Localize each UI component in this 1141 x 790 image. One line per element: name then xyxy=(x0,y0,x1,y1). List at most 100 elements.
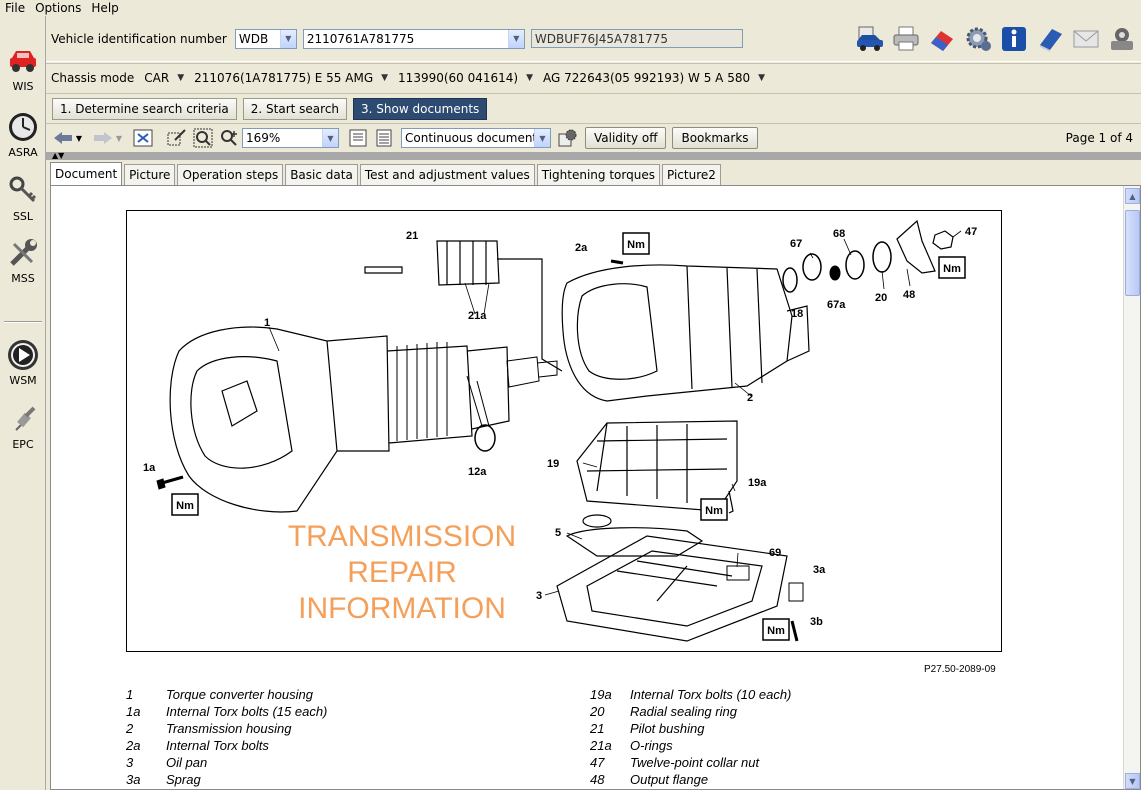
chassis-select-model[interactable]: 211076(1A781775) E 55 AMG ▼ xyxy=(194,71,388,85)
tab-test-adjustment-values[interactable]: Test and adjustment values xyxy=(359,164,535,185)
chevron-down-icon[interactable]: ▼ xyxy=(279,29,296,48)
chevron-down-icon[interactable]: ▼ xyxy=(534,129,550,147)
tab-picture2[interactable]: Picture2 xyxy=(661,164,721,185)
menu-options[interactable]: Options xyxy=(35,1,82,15)
chassis-select-engine[interactable]: 113990(60 041614)▼ xyxy=(398,71,533,85)
chevron-down-icon[interactable]: ▼ xyxy=(381,72,389,83)
step-show-documents-button[interactable]: 3. Show documents xyxy=(353,97,488,120)
tab-document[interactable]: Document xyxy=(50,162,123,185)
eraser-icon[interactable] xyxy=(927,24,957,54)
sync-settings-icon[interactable] xyxy=(557,127,579,149)
svg-text:Nm: Nm xyxy=(705,505,723,517)
forward-arrow-icon[interactable] xyxy=(92,127,114,149)
scroll-down-button[interactable]: ▼ xyxy=(1125,773,1140,789)
zoom-in-icon[interactable] xyxy=(218,127,240,149)
scroll-up-button[interactable]: ▲ xyxy=(1125,188,1140,204)
settings-gear-icon[interactable] xyxy=(963,24,993,54)
tab-tightening-torques[interactable]: Tightening torques xyxy=(536,164,660,185)
exit-icon[interactable] xyxy=(1107,24,1137,54)
manual-book-icon[interactable] xyxy=(1035,24,1065,54)
chassis-row: Chassis mode CAR▼ 211076(1A781775) E 55 … xyxy=(46,63,1141,91)
fit-page-icon[interactable] xyxy=(132,127,154,149)
part-oil-pan xyxy=(556,535,788,642)
select-zoom-icon[interactable] xyxy=(166,127,188,149)
sidebar-item-wsm[interactable]: WSM xyxy=(0,338,46,387)
forward-history-dropdown-icon[interactable]: ▼ xyxy=(115,133,123,143)
zoom-select[interactable]: 169% ▼ xyxy=(242,128,339,148)
sidebar-item-label: MSS xyxy=(11,272,35,285)
chassis-select-transmission[interactable]: AG 722643(05 992193) W 5 A 580 ▼ xyxy=(543,71,765,85)
info-icon[interactable] xyxy=(999,24,1029,54)
chevron-down-icon[interactable]: ▼ xyxy=(507,29,524,48)
svg-text:20: 20 xyxy=(875,292,887,304)
svg-text:Nm: Nm xyxy=(176,500,194,512)
zoom-area-icon[interactable] xyxy=(192,127,214,149)
sidebar-item-ssl[interactable]: SSL xyxy=(0,174,46,223)
module-sidebar: WIS ASRA SSL MSS WSM xyxy=(0,16,46,790)
sidebar-item-mss[interactable]: MSS xyxy=(0,236,46,285)
splitter-arrows-icon[interactable]: ▲▼ xyxy=(52,151,65,160)
svg-text:12a: 12a xyxy=(468,466,487,478)
chassis-value: AG 722643(05 992193) W 5 A 580 xyxy=(543,70,751,85)
svg-text:48: 48 xyxy=(903,289,915,301)
callout-labels: 1 1a 2 2a 3 3a 3b 5 12a 18 19 19a 20 21 … xyxy=(143,226,977,628)
sidebar-item-label: EPC xyxy=(12,438,34,451)
nm-torque-boxes: Nm Nm Nm Nm Nm xyxy=(171,232,966,641)
page-list-icon[interactable] xyxy=(373,127,395,149)
chevron-down-icon[interactable]: ▼ xyxy=(322,129,338,147)
figure-code: P27.50-2089-09 xyxy=(924,664,996,675)
vertical-scrollbar[interactable]: ▲ ▼ xyxy=(1123,186,1140,789)
vin-prefix-value: WDB xyxy=(238,31,269,46)
sidebar-item-label: WSM xyxy=(9,374,37,387)
svg-text:3a: 3a xyxy=(813,564,826,576)
scroll-thumb[interactable] xyxy=(1125,210,1140,296)
view-mode-select[interactable]: Continuous document ▼ xyxy=(401,128,551,148)
tab-operation-steps[interactable]: Operation steps xyxy=(177,164,284,185)
back-history-dropdown-icon[interactable]: ▼ xyxy=(75,133,83,143)
tab-picture[interactable]: Picture xyxy=(124,164,176,185)
menu-file[interactable]: File xyxy=(5,1,26,15)
document-toolbar: ▼ ▼ 169% ▼ Continuous document ▼ xyxy=(46,123,1141,152)
chevron-down-icon[interactable]: ▼ xyxy=(758,72,766,83)
vehicle-icon[interactable] xyxy=(855,24,885,54)
vin-row: Vehicle identification number WDB ▼ 2110… xyxy=(46,16,1141,62)
sidebar-item-label: ASRA xyxy=(8,146,38,159)
menu-help[interactable]: Help xyxy=(91,1,119,15)
back-arrow-icon[interactable] xyxy=(52,127,74,149)
document-viewer[interactable]: Nm Nm Nm Nm Nm 1 1a 2 2a 3 3 xyxy=(50,185,1141,790)
step-start-search-button[interactable]: 2. Start search xyxy=(242,97,348,120)
sidebar-item-asra[interactable]: ASRA xyxy=(0,110,46,159)
svg-text:3: 3 xyxy=(536,590,542,602)
sidebar-item-epc[interactable]: EPC xyxy=(0,402,46,451)
step-determine-criteria-button[interactable]: 1. Determine search criteria xyxy=(52,97,237,120)
svg-text:Nm: Nm xyxy=(767,625,785,637)
svg-text:2: 2 xyxy=(747,392,753,404)
vin-number-value: 2110761A781775 xyxy=(306,31,415,46)
chevron-down-icon[interactable]: ▼ xyxy=(177,72,185,83)
vin-number-select[interactable]: 2110761A781775 ▼ xyxy=(302,28,525,49)
stopwatch-icon xyxy=(6,110,40,144)
svg-text:3b: 3b xyxy=(810,616,823,628)
chassis-value: 211076(1A781775) E 55 AMG xyxy=(194,70,374,85)
chevron-down-icon[interactable]: ▼ xyxy=(526,72,534,83)
mail-envelope-icon[interactable] xyxy=(1071,24,1101,54)
collapse-splitter[interactable]: ▲▼ xyxy=(46,152,1141,160)
zoom-value: 169% xyxy=(246,131,281,145)
sidebar-divider xyxy=(4,321,42,323)
validity-button[interactable]: Validity off xyxy=(585,127,667,149)
sidebar-item-wis[interactable]: WIS xyxy=(0,44,46,93)
tab-basic-data[interactable]: Basic data xyxy=(285,164,358,185)
chassis-select-car[interactable]: CAR▼ xyxy=(144,71,184,85)
vin-prefix-select[interactable]: WDB ▼ xyxy=(234,28,297,49)
single-page-icon[interactable] xyxy=(347,127,369,149)
printer-icon[interactable] xyxy=(891,24,921,54)
bookmarks-button[interactable]: Bookmarks xyxy=(672,127,758,149)
svg-text:19a: 19a xyxy=(748,477,767,489)
